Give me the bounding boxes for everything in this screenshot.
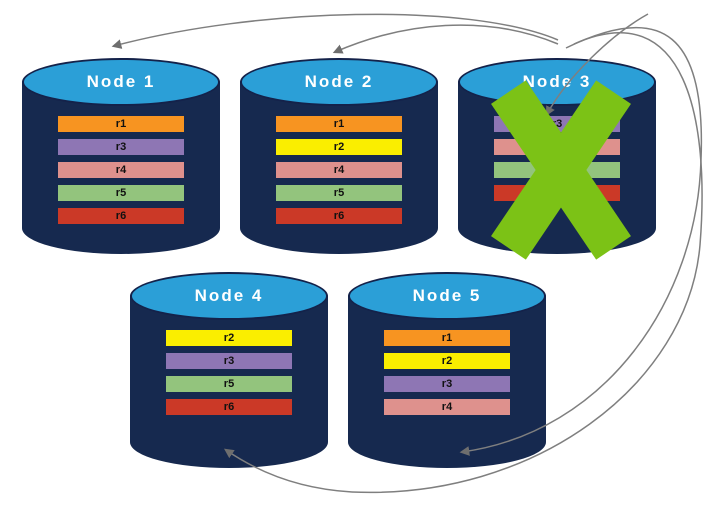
node-5-cylinder-top: Node 5 — [348, 272, 546, 320]
shard-bar: r2 — [276, 139, 402, 155]
shard-bar: r5 — [166, 376, 292, 392]
shard-bar: r5 — [58, 185, 184, 201]
shard-bar: r6 — [276, 208, 402, 224]
node-3-label: Node 3 — [522, 72, 592, 91]
shard-bar: r1 — [276, 116, 402, 132]
node-1-cylinder-top: Node 1 — [22, 58, 220, 106]
node-4-label: Node 4 — [194, 286, 264, 305]
node-2-label: Node 2 — [304, 72, 374, 91]
node-2-cylinder-top: Node 2 — [240, 58, 438, 106]
shard-bar: r3 — [384, 376, 510, 392]
shard-bar: r3 — [166, 353, 292, 369]
node-2-cylinder: Node 2 r1 r2 r4 r5 r6 — [240, 58, 438, 254]
shard-bar: r6 — [494, 185, 620, 201]
shard-bar: r3 — [494, 116, 620, 132]
shard-bar: r5 — [276, 185, 402, 201]
shard-bar: r4 — [384, 399, 510, 415]
node-3-shards: r3 r4 r5 r6 — [494, 116, 620, 201]
node-4-cylinder: Node 4 r2 r3 r5 r6 — [130, 272, 328, 468]
node-3-cylinder: Node 3 r3 r4 r5 r6 — [458, 58, 656, 254]
node-5-shards: r1 r2 r3 r4 — [384, 330, 510, 415]
shard-bar: r2 — [166, 330, 292, 346]
shard-bar: r3 — [58, 139, 184, 155]
node-1-label: Node 1 — [86, 72, 156, 91]
node-2-shards: r1 r2 r4 r5 r6 — [276, 116, 402, 224]
shard-bar: r1 — [58, 116, 184, 132]
shard-bar: r2 — [384, 353, 510, 369]
arrow-to-node-2 — [332, 24, 559, 54]
shard-bar: r6 — [58, 208, 184, 224]
node-4-shards: r2 r3 r5 r6 — [166, 330, 292, 415]
shard-bar: r6 — [166, 399, 292, 415]
shard-bar: r1 — [384, 330, 510, 346]
node-5-cylinder: Node 5 r1 r2 r3 r4 — [348, 272, 546, 468]
node-1-shards: r1 r3 r4 r5 r6 — [58, 116, 184, 224]
node-4-cylinder-top: Node 4 — [130, 272, 328, 320]
arrow-to-node-1 — [111, 13, 559, 49]
node-1-cylinder: Node 1 r1 r3 r4 r5 r6 — [22, 58, 220, 254]
shard-bar: r4 — [276, 162, 402, 178]
node-5-label: Node 5 — [412, 286, 482, 305]
shard-bar: r5 — [494, 162, 620, 178]
shard-bar: r4 — [494, 139, 620, 155]
shard-bar: r4 — [58, 162, 184, 178]
node-3-cylinder-top: Node 3 — [458, 58, 656, 106]
